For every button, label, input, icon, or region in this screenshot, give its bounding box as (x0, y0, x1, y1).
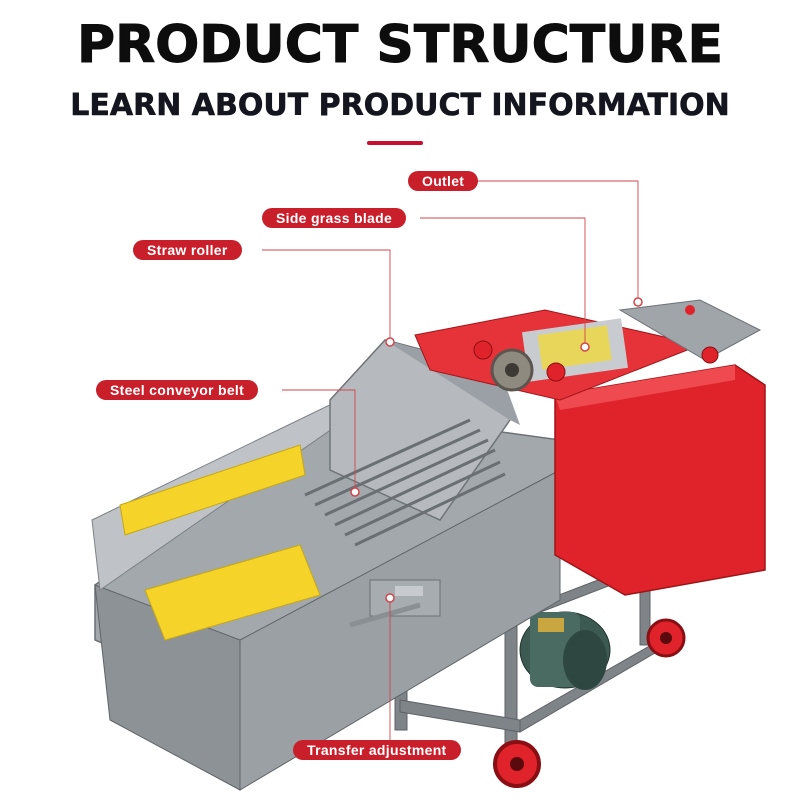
callout-steel-conveyor-belt: Steel conveyor belt (96, 380, 259, 400)
leader-lines (262, 180, 639, 750)
motor (519, 611, 611, 690)
callout-outlet: Outlet (408, 171, 479, 191)
conveyor-bars (304, 418, 506, 547)
red-housing (414, 299, 766, 596)
page-title: PRODUCT STRUCTURE (76, 15, 724, 76)
callout-transfer-adjustment: Transfer adjustment (293, 740, 461, 760)
title-divider (367, 141, 423, 145)
leader-dots (350, 297, 643, 603)
warning-sticker-feed (119, 444, 321, 641)
transfer-adjustment-lever (349, 579, 441, 628)
callout-side-grass-blade: Side grass blade (262, 208, 407, 228)
hopper (329, 339, 520, 521)
callout-straw-roller: Straw roller (133, 240, 242, 260)
page-subtitle: LEARN ABOUT PRODUCT INFORMATION (70, 88, 730, 124)
